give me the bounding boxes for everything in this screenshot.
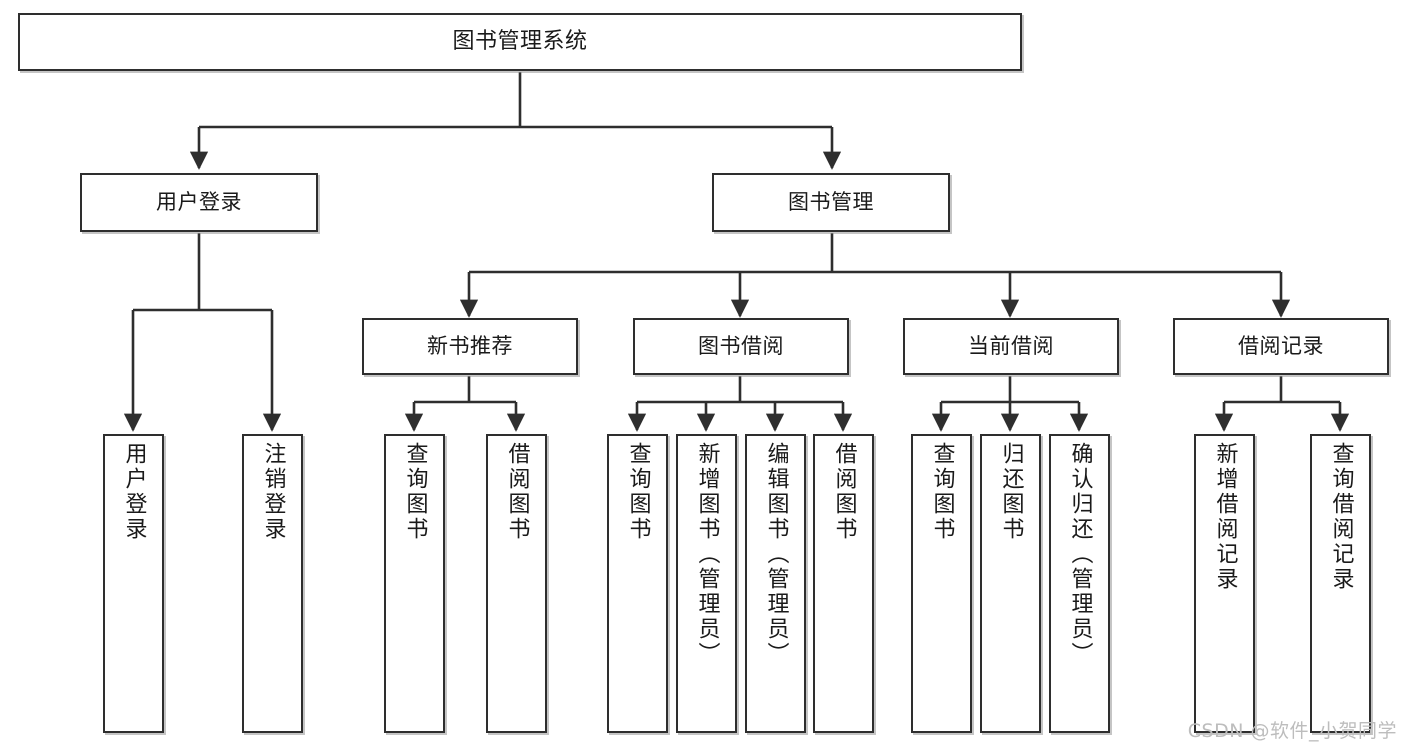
node-label: 图书管理系统 — [452, 29, 588, 54]
node-label: 注销登录 — [260, 442, 286, 542]
node-label: 查询图书 — [625, 442, 651, 542]
node-new-book-recommend[interactable]: 新书推荐 — [362, 318, 578, 375]
leaf-query-book-borrow[interactable]: 查询图书 — [607, 434, 668, 733]
leaf-add-book-admin[interactable]: 新增图书（管理员） — [676, 434, 737, 733]
node-label: 查询借阅记录 — [1328, 442, 1354, 592]
node-label: 用户登录 — [121, 442, 147, 542]
node-label: 借阅图书 — [831, 442, 857, 542]
node-label: 借阅图书 — [504, 442, 530, 542]
node-root-book-management-system[interactable]: 图书管理系统 — [18, 13, 1022, 71]
node-label: 新增图书（管理员） — [694, 442, 720, 667]
node-label: 归还图书 — [998, 442, 1024, 542]
node-book-borrow[interactable]: 图书借阅 — [633, 318, 849, 375]
leaf-query-book-recommend[interactable]: 查询图书 — [384, 434, 445, 733]
leaf-borrow-book-recommend[interactable]: 借阅图书 — [486, 434, 547, 733]
node-label: 借阅记录 — [1238, 334, 1324, 358]
node-label: 当前借阅 — [968, 334, 1054, 358]
node-label: 编辑图书（管理员） — [763, 442, 789, 667]
leaf-user-login[interactable]: 用户登录 — [103, 434, 164, 733]
leaf-user-logout[interactable]: 注销登录 — [242, 434, 303, 733]
leaf-confirm-return-admin[interactable]: 确认归还（管理员） — [1049, 434, 1110, 733]
leaf-add-borrow-record[interactable]: 新增借阅记录 — [1194, 434, 1255, 733]
node-label: 新增借阅记录 — [1212, 442, 1238, 592]
leaf-query-book-current[interactable]: 查询图书 — [911, 434, 972, 733]
node-borrow-record[interactable]: 借阅记录 — [1173, 318, 1389, 375]
leaf-query-borrow-record[interactable]: 查询借阅记录 — [1310, 434, 1371, 733]
csdn-watermark: CSDN @软件_小贺同学 — [1187, 720, 1397, 742]
node-book-management[interactable]: 图书管理 — [712, 173, 950, 232]
node-label: 查询图书 — [929, 442, 955, 542]
node-user-login[interactable]: 用户登录 — [80, 173, 318, 232]
node-label: 查询图书 — [402, 442, 428, 542]
leaf-borrow-book[interactable]: 借阅图书 — [813, 434, 874, 733]
node-current-borrow[interactable]: 当前借阅 — [903, 318, 1119, 375]
leaf-edit-book-admin[interactable]: 编辑图书（管理员） — [745, 434, 806, 733]
node-label: 确认归还（管理员） — [1067, 442, 1093, 667]
leaf-return-book[interactable]: 归还图书 — [980, 434, 1041, 733]
node-label: 图书借阅 — [698, 334, 784, 358]
node-label: 新书推荐 — [427, 334, 513, 358]
node-label: 图书管理 — [788, 190, 874, 214]
node-label: 用户登录 — [156, 190, 242, 214]
